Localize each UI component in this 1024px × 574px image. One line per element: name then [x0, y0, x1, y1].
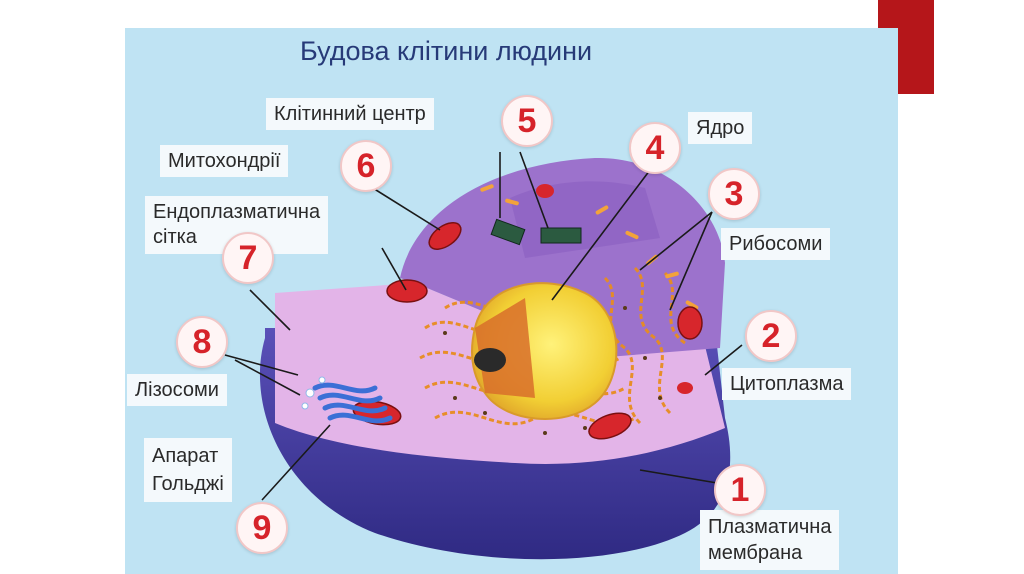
- label-nucleus: Ядро: [688, 112, 752, 144]
- label-cytoplasm: Цитоплазма: [722, 368, 851, 400]
- number-marker-4: 4: [629, 122, 681, 174]
- label-membrane-line2: мембрана: [708, 540, 831, 566]
- number-marker-1: 1: [714, 464, 766, 516]
- number-marker-7: 7: [222, 232, 274, 284]
- number-marker-3: 3: [708, 168, 760, 220]
- number-marker-2: 2: [745, 310, 797, 362]
- label-er-line1: Ендоплазматична: [153, 200, 320, 225]
- label-golgi-line1: Апарат: [152, 442, 224, 470]
- label-membrane-line1: Плазматична: [708, 514, 831, 540]
- number-marker-5: 5: [501, 95, 553, 147]
- number-marker-8: 8: [176, 316, 228, 368]
- number-marker-9: 9: [236, 502, 288, 554]
- label-mitochondria: Митохондрії: [160, 145, 288, 177]
- label-ribosomes: Рибосоми: [721, 228, 830, 260]
- label-centrosome: Клітинний центр: [266, 98, 434, 130]
- number-marker-6: 6: [340, 140, 392, 192]
- label-membrane: Плазматична мембрана: [700, 510, 839, 570]
- label-golgi: Апарат Гольджі: [144, 438, 232, 502]
- label-lysosomes: Лізосоми: [127, 374, 227, 406]
- label-golgi-line2: Гольджі: [152, 470, 224, 498]
